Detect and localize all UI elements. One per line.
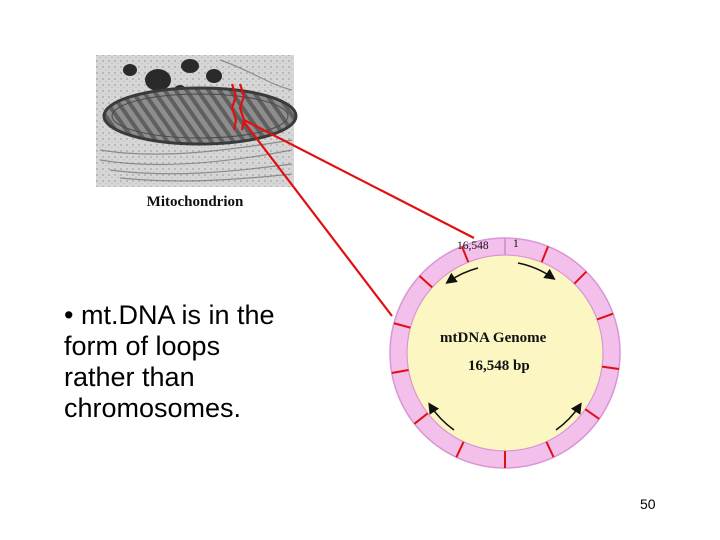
bullet-line-1: • mt.DNA is in the bbox=[64, 300, 364, 331]
genome-tick bbox=[584, 408, 600, 420]
page-number: 50 bbox=[640, 496, 656, 512]
bullet-text-1: mt.DNA is in the bbox=[80, 300, 275, 330]
arrow-top-right bbox=[517, 262, 556, 280]
genome-tick bbox=[413, 412, 429, 425]
pointer-line-top bbox=[243, 119, 475, 239]
genome-ticks bbox=[391, 238, 620, 468]
arrow-top-left bbox=[445, 267, 479, 284]
direction-arrows bbox=[428, 262, 582, 431]
mitochondrion-micrograph bbox=[96, 55, 298, 187]
mitochondrion-body bbox=[102, 86, 298, 146]
genome-title: mtDNA Genome bbox=[440, 330, 547, 346]
genome-tick bbox=[596, 312, 614, 321]
pointer-line-bottom bbox=[243, 121, 393, 317]
genome-tick bbox=[455, 441, 465, 458]
genome-size-label: 16,548 bp bbox=[468, 358, 530, 374]
genome-tick bbox=[601, 365, 620, 370]
genome-position-end: 16,548 bbox=[457, 240, 489, 252]
granules bbox=[123, 59, 222, 95]
bullet-line-3: rather than bbox=[64, 362, 195, 392]
micrograph-caption: Mitochondrion bbox=[146, 194, 244, 210]
bullet-line-4: chromosomes. bbox=[64, 393, 242, 423]
genome-tick bbox=[545, 441, 555, 458]
membrane-lines bbox=[99, 59, 293, 182]
genome-tick bbox=[393, 322, 411, 329]
genome-tick bbox=[418, 275, 433, 289]
genome-inner bbox=[406, 254, 604, 452]
genome-title-mt: mt bbox=[440, 330, 458, 346]
arrow-bottom-left bbox=[428, 402, 455, 431]
genome-position-start: 1 bbox=[513, 238, 519, 250]
genome-tick bbox=[391, 369, 409, 374]
genome-title-rest: DNA Genome bbox=[458, 330, 547, 346]
mtdna-genome-diagram: 16,548 1 mtDNA Genome 16,548 bp bbox=[389, 237, 621, 469]
arrow-bottom-right bbox=[555, 402, 582, 431]
genome-tick bbox=[573, 270, 588, 285]
zoom-marker bbox=[230, 83, 246, 131]
bullet-line-2: form of loops bbox=[64, 331, 221, 361]
pointer-lines bbox=[243, 119, 475, 317]
genome-tick bbox=[540, 245, 550, 263]
bullet-marker: • bbox=[64, 300, 74, 330]
genome-tick bbox=[460, 245, 470, 263]
bullet-point: • mt.DNA is in the form of loops rather … bbox=[64, 300, 364, 424]
